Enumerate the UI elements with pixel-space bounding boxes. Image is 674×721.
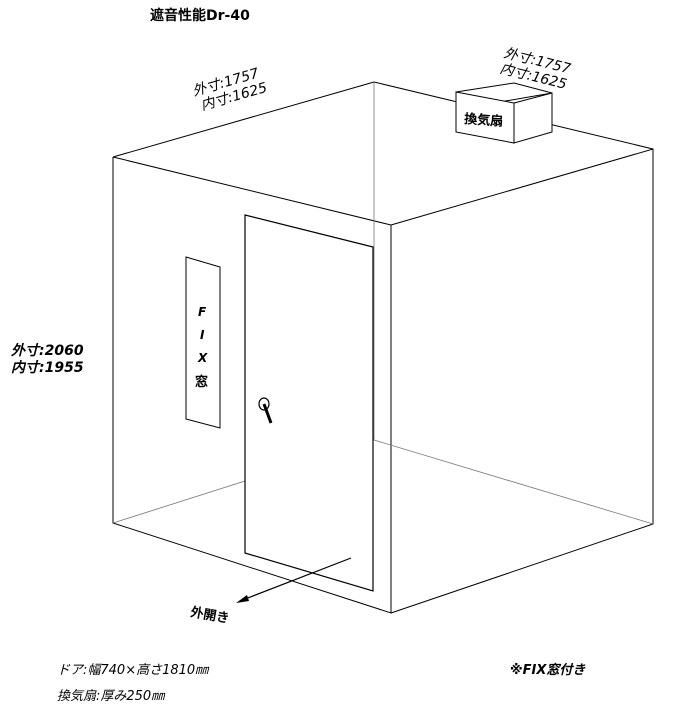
door-open-arrow xyxy=(236,557,352,603)
fan-box-front xyxy=(455,91,515,144)
door-handle xyxy=(258,397,273,424)
fix-window-note: ※FIX窓付き xyxy=(510,663,586,678)
booth-back-bottom-right xyxy=(373,439,654,525)
dim-height-inner: 内寸:1955 xyxy=(11,360,84,376)
dim-height-outer: 外寸:2060 xyxy=(11,343,84,359)
fix-window-label-i: I xyxy=(200,328,205,342)
fan-thickness-note: 換気扇:厚み250㎜ xyxy=(57,689,165,704)
fix-window-label-x: X xyxy=(197,351,208,365)
fan-label: 換気扇 xyxy=(464,111,504,130)
dim-top-left: 外寸:1757 内寸:1625 xyxy=(191,66,269,115)
fix-window xyxy=(185,256,221,429)
door-open-label: 外開き xyxy=(188,604,230,627)
fan-box xyxy=(455,82,553,144)
fix-window-label-mado: 窓 xyxy=(195,374,208,390)
booth-right-face xyxy=(390,148,654,614)
diagram-title: 遮音性能Dr-40 xyxy=(150,8,250,24)
door-size-note: ドア:幅740×高さ1810㎜ xyxy=(57,663,209,678)
fan-box-side xyxy=(513,92,553,144)
door xyxy=(244,214,374,592)
fix-window-label-f: F xyxy=(198,305,207,319)
booth-top-edge-left xyxy=(112,81,375,158)
